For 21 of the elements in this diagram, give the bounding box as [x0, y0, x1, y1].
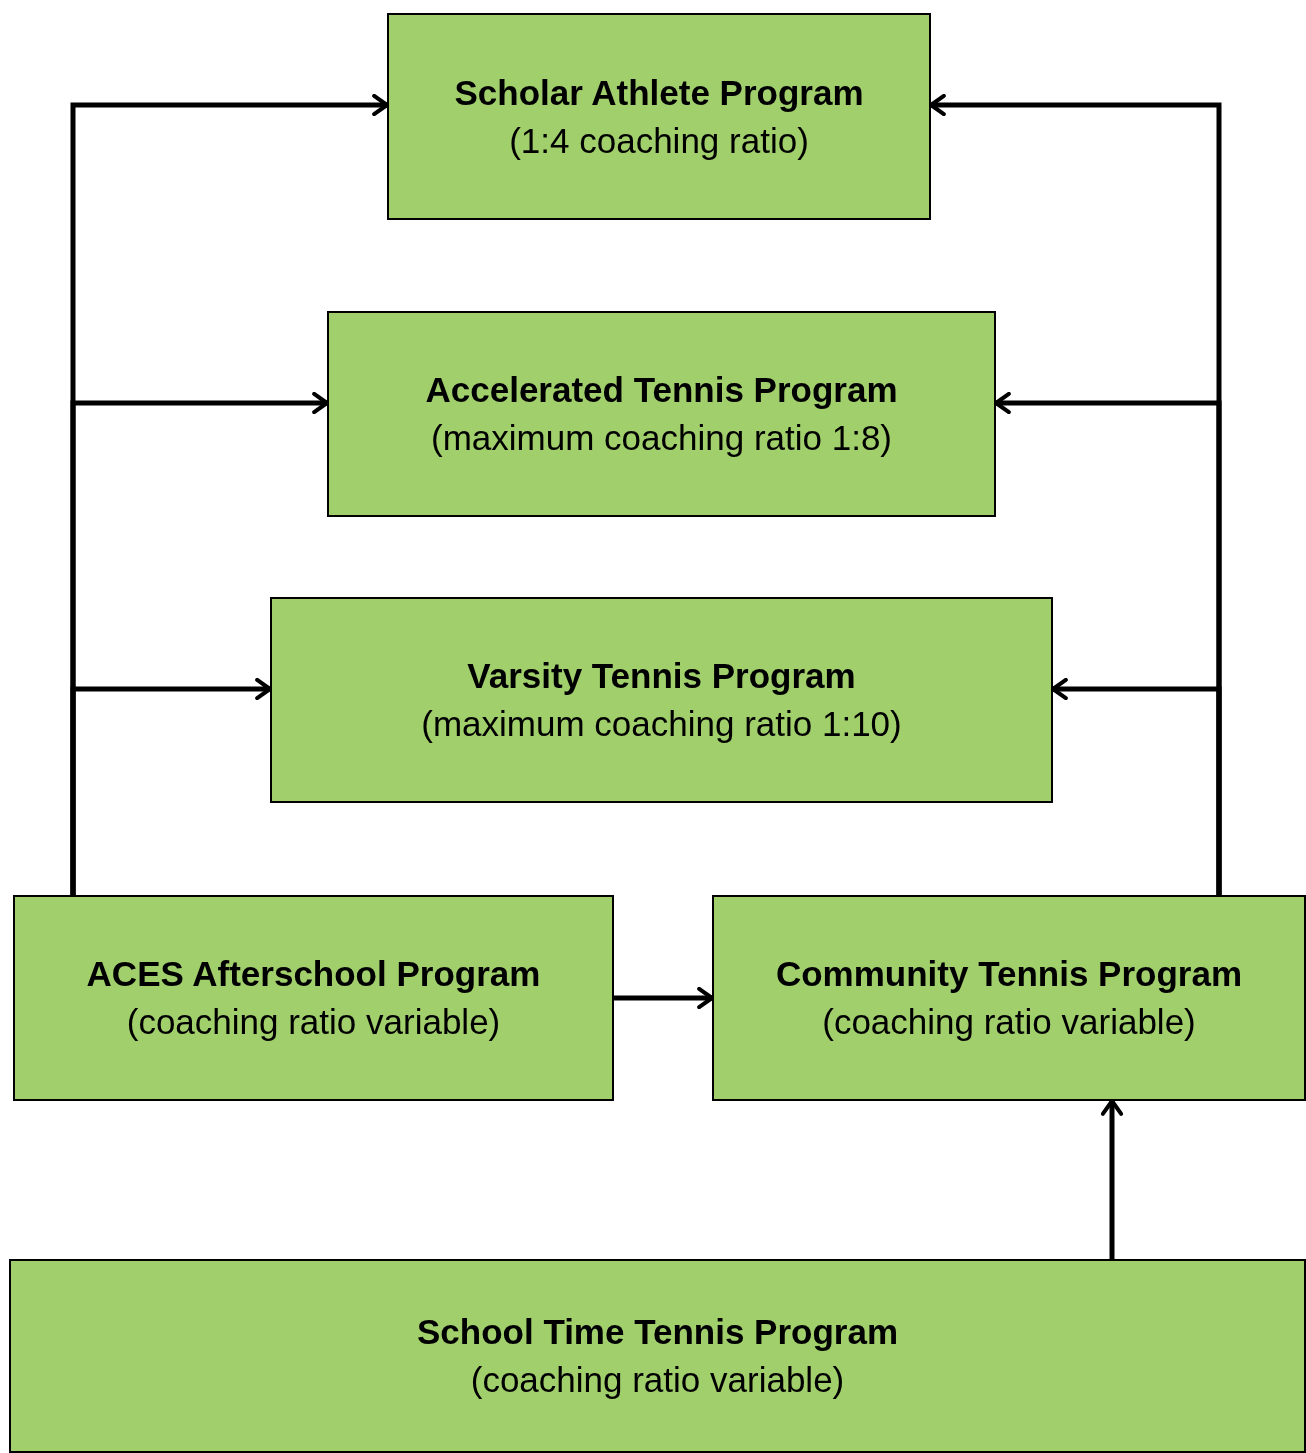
arrow — [1100, 1099, 1124, 1259]
program-box — [387, 13, 931, 220]
coaching-ratio: (maximum coaching ratio 1:10) — [421, 703, 902, 745]
program-name: Community Tennis Program — [775, 953, 1243, 995]
coaching-ratio: (1:4 coaching ratio) — [509, 119, 809, 162]
program-name: ACES Afterschool Program — [86, 953, 541, 995]
program-name: School Time Tennis Program — [417, 1311, 898, 1353]
program-box — [327, 311, 996, 517]
coaching-ratio: (coaching ratio variable) — [126, 1001, 501, 1043]
program-name: Scholar Athlete Program — [454, 71, 864, 114]
arrow — [70, 677, 272, 895]
arrow — [614, 986, 714, 1010]
program-box — [9, 1259, 1306, 1453]
program-box — [270, 597, 1053, 803]
coaching-ratio: (coaching ratio variable) — [822, 1001, 1196, 1043]
coaching-ratio: (coaching ratio variable) — [470, 1359, 845, 1401]
program-box — [712, 895, 1306, 1101]
program-name: Accelerated Tennis Program — [425, 369, 898, 411]
program-name: Varsity Tennis Program — [467, 655, 856, 697]
program-box — [13, 895, 614, 1101]
coaching-ratio: (maximum coaching ratio 1:8) — [431, 417, 892, 459]
